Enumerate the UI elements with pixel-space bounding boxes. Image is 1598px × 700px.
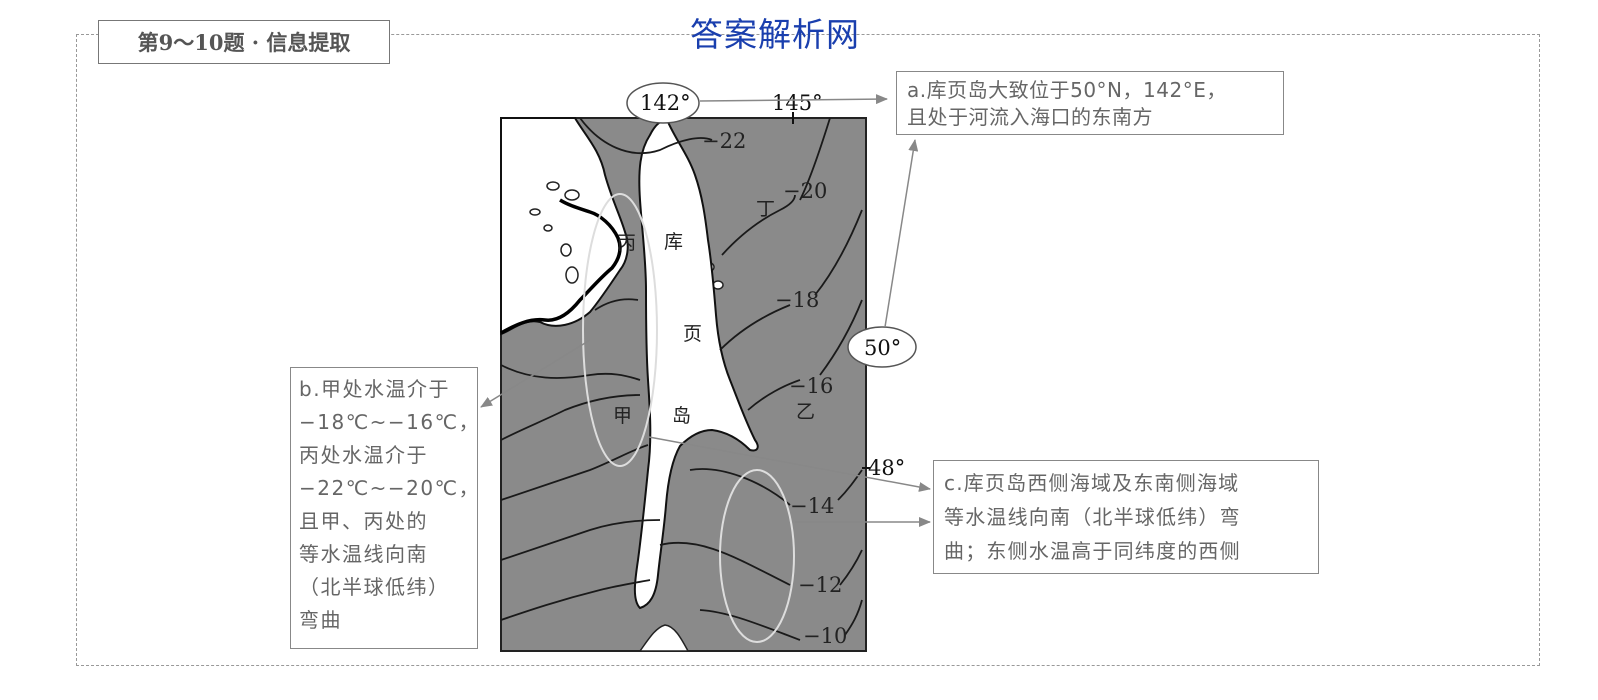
islet — [529, 208, 541, 216]
isotherm-label-m18: −18 — [775, 288, 819, 312]
southern-land — [638, 624, 690, 652]
isotherm-m20-east — [721, 194, 796, 256]
islet — [564, 189, 580, 201]
note-b-line: b.甲处水温介于 — [299, 377, 451, 401]
isotherm-east-far-4 — [837, 469, 863, 501]
arrow-lat50-to-note-a — [884, 139, 919, 328]
note-c-line: 等水温线向南（北半球低纬）弯 — [944, 505, 1241, 529]
isotherm-east-far-6 — [844, 599, 863, 636]
isotherm-m20-west — [594, 298, 639, 311]
isotherm-label-m22: −22 — [702, 129, 746, 153]
arrow-to-note-c-1 — [648, 436, 931, 492]
leader-arrows — [480, 94, 931, 527]
isotherm-east-far-1 — [799, 117, 831, 201]
note-a-line: 且处于河流入海口的东南方 — [907, 105, 1153, 129]
isotherm-label-m20: −20 — [783, 179, 827, 203]
lat48-label: 48° — [868, 456, 905, 480]
note-c-box: c.库页岛西侧海域及东南侧海域 等水温线向南（北半球低纬）弯 曲；东侧水温高于同… — [933, 460, 1319, 574]
mainland-coast — [500, 198, 622, 335]
arrow-to-note-b — [480, 339, 591, 408]
isotherm-east-far-2 — [814, 209, 863, 296]
place-label-ding: 丁 — [756, 198, 775, 220]
highlight-ellipse-west — [582, 193, 658, 467]
islet — [565, 266, 579, 284]
mainland — [500, 117, 629, 336]
question-header: 第9～10题 · 信息提取 — [98, 20, 390, 64]
place-label-dao: 岛 — [672, 405, 691, 427]
isotherm-lines — [500, 117, 863, 641]
note-b-box: b.甲处水温介于 −18℃~−16℃， 丙处水温介于 −22℃~−20℃， 且甲… — [290, 367, 481, 649]
isotherm-m12-west — [500, 519, 661, 561]
note-b-line: 等水温线向南 — [299, 542, 428, 566]
note-b-line: −22℃~−20℃， — [299, 476, 481, 500]
isotherm-east-far-3 — [819, 299, 863, 376]
place-label-ye: 页 — [683, 323, 702, 345]
note-a-line: a.库页岛大致位于50°N，142°E， — [907, 78, 1227, 102]
lon145-label: 145° — [772, 91, 823, 115]
dashed-frame — [76, 34, 1540, 666]
isotherm-m10-west — [500, 579, 651, 621]
isotherm-m14-west — [500, 444, 649, 501]
watermark-text: 答案解析网 — [690, 15, 860, 54]
place-label-jia: 甲 — [613, 405, 632, 427]
lon142-ellipse — [626, 82, 700, 124]
islet — [560, 243, 572, 257]
place-label-ku: 库 — [664, 231, 683, 253]
islet — [543, 224, 553, 232]
isotherm-m18-west — [500, 364, 641, 381]
note-b-line: 且甲、丙处的 — [299, 509, 428, 533]
isotherm-m12-east — [659, 541, 791, 586]
isotherm-m16-east — [747, 379, 801, 411]
islet — [546, 181, 560, 191]
lon142-label: 142° — [640, 91, 691, 115]
lat50-label: 50° — [864, 336, 901, 360]
isotherm-label-m14: −14 — [790, 494, 834, 518]
sakhalin-island — [633, 119, 759, 610]
isotherm-m22 — [579, 117, 713, 155]
lat50-ellipse — [847, 326, 917, 368]
isotherm-label-m12: −12 — [798, 573, 842, 597]
note-c-line: c.库页岛西侧海域及东南侧海域 — [944, 471, 1240, 495]
highlight-ellipse-southeast — [719, 469, 795, 643]
isotherm-m16-west — [500, 394, 641, 441]
isotherm-east-far-5 — [839, 549, 863, 586]
isotherm-m14-east — [689, 468, 791, 506]
note-b-line: −18℃~−16℃， — [299, 410, 481, 434]
isotherm-m18-east — [719, 304, 791, 351]
note-b-line: 弯曲 — [299, 608, 342, 632]
isotherm-m10-east — [699, 609, 801, 641]
place-label-yi: 乙 — [796, 401, 815, 423]
isotherm-label-m10: −10 — [803, 624, 847, 648]
isotherm-label-m16: −16 — [789, 374, 833, 398]
arrow-to-note-a — [699, 94, 888, 105]
note-a-box: a.库页岛大致位于50°N，142°E， 且处于河流入海口的东南方 — [896, 71, 1284, 135]
place-label-bing: 丙 — [617, 232, 636, 254]
note-b-line: （北半球低纬） — [299, 575, 450, 599]
note-c-line: 曲；东侧水温高于同纬度的西侧 — [944, 539, 1241, 563]
note-b-line: 丙处水温介于 — [299, 443, 428, 467]
